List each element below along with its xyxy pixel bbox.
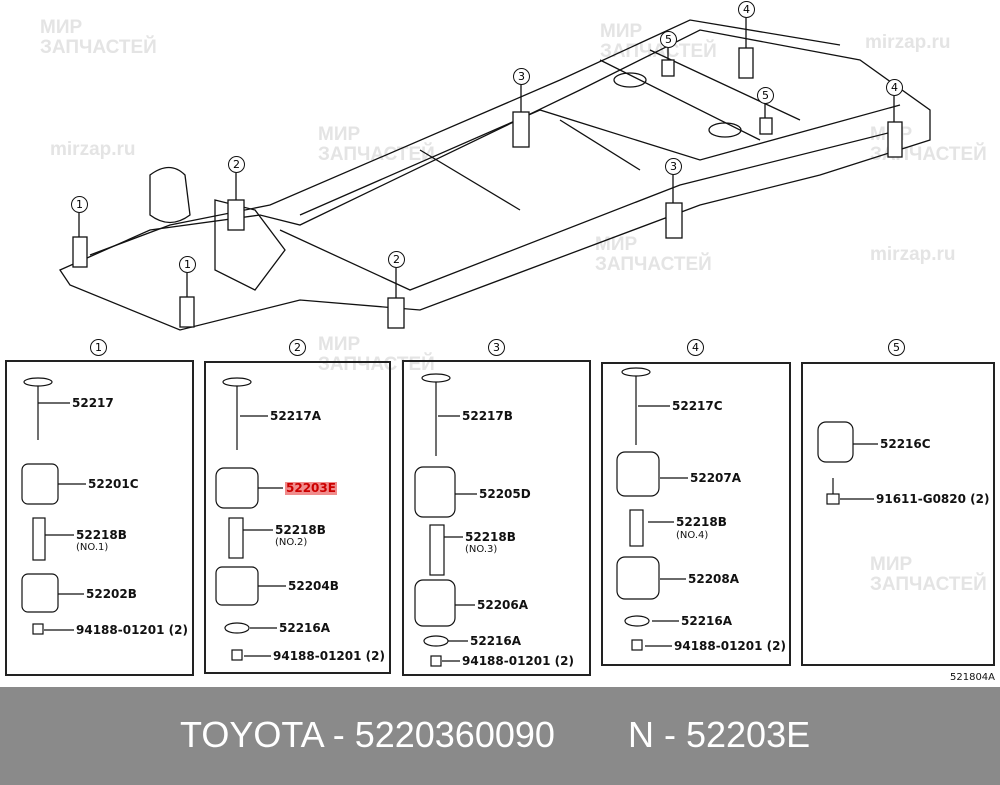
panel-number: 2: [289, 339, 306, 356]
panel-5-parts: [817, 421, 878, 505]
panel-number: 4: [687, 339, 704, 356]
panel-3: [402, 360, 591, 676]
callout-5: 5: [660, 31, 677, 48]
brand-part-number: TOYOTA - 5220360090: [180, 714, 555, 755]
panel-1: [5, 360, 194, 676]
part-label[interactable]: 52216C: [880, 437, 931, 451]
callout-5: 5: [757, 87, 774, 104]
panel-1-parts: [21, 377, 86, 635]
part-label[interactable]: 52217A: [270, 409, 322, 423]
part-note: (NO.3): [465, 544, 498, 555]
part-note: (NO.4): [676, 530, 709, 541]
panel-2-parts: [215, 377, 286, 661]
part-label[interactable]: 94188-01201 (2): [273, 649, 385, 663]
part-label[interactable]: 94188-01201 (2): [462, 654, 574, 668]
panel-2: [204, 361, 391, 674]
part-label[interactable]: 52217: [72, 396, 114, 410]
reference-code: N - 52203E: [628, 714, 811, 755]
callout-1: 1: [179, 256, 196, 273]
part-label[interactable]: 52204B: [288, 579, 339, 593]
part-label[interactable]: 52208A: [688, 572, 740, 586]
panel-number: 1: [90, 339, 107, 356]
part-label[interactable]: 52218B: [76, 528, 127, 542]
watermark: mirzap.ru: [50, 139, 136, 160]
part-label[interactable]: 52218B: [465, 530, 516, 544]
panel-number: 5: [888, 339, 905, 356]
part-label[interactable]: 52205D: [479, 487, 531, 501]
part-label[interactable]: 91611-G0820 (2): [876, 492, 990, 506]
panel-5: [801, 362, 995, 666]
part-label[interactable]: 52206A: [477, 598, 529, 612]
callout-1: 1: [71, 196, 88, 213]
part-label[interactable]: 94188-01201 (2): [674, 639, 786, 653]
footer-bar: TOYOTA - 5220360090 N - 52203E: [0, 687, 1000, 785]
callout-3: 3: [665, 158, 682, 175]
part-label[interactable]: 52202B: [86, 587, 137, 601]
part-label[interactable]: 52216A: [681, 614, 733, 628]
part-note: (NO.2): [275, 537, 308, 548]
part-label[interactable]: 52218B: [676, 515, 727, 529]
panel-4: [601, 362, 791, 666]
part-label[interactable]: 52217C: [672, 399, 723, 413]
callout-2: 2: [388, 251, 405, 268]
watermark: mirzap.ru: [870, 244, 956, 265]
callout-2: 2: [228, 156, 245, 173]
callout-4: 4: [738, 1, 755, 18]
part-label[interactable]: 94188-01201 (2): [76, 623, 188, 637]
part-illustrations: [21, 367, 878, 667]
frame-illustration: [59, 18, 931, 331]
part-label[interactable]: 52216A: [470, 634, 522, 648]
callout-3: 3: [513, 68, 530, 85]
watermark: mirzap.ru: [865, 32, 951, 53]
figure-id: 521804A: [950, 672, 996, 683]
panel-number: 3: [488, 339, 505, 356]
part-label[interactable]: 52201C: [88, 477, 139, 491]
part-note: (NO.1): [76, 542, 109, 553]
callout-4: 4: [886, 79, 903, 96]
part-label-highlighted[interactable]: 52203E: [285, 481, 337, 495]
part-label[interactable]: 52217B: [462, 409, 513, 423]
part-label[interactable]: 52216A: [279, 621, 331, 635]
panel-3-parts: [414, 373, 477, 667]
panel-4-parts: [616, 367, 688, 651]
part-label[interactable]: 52207A: [690, 471, 742, 485]
part-label[interactable]: 52218B: [275, 523, 326, 537]
